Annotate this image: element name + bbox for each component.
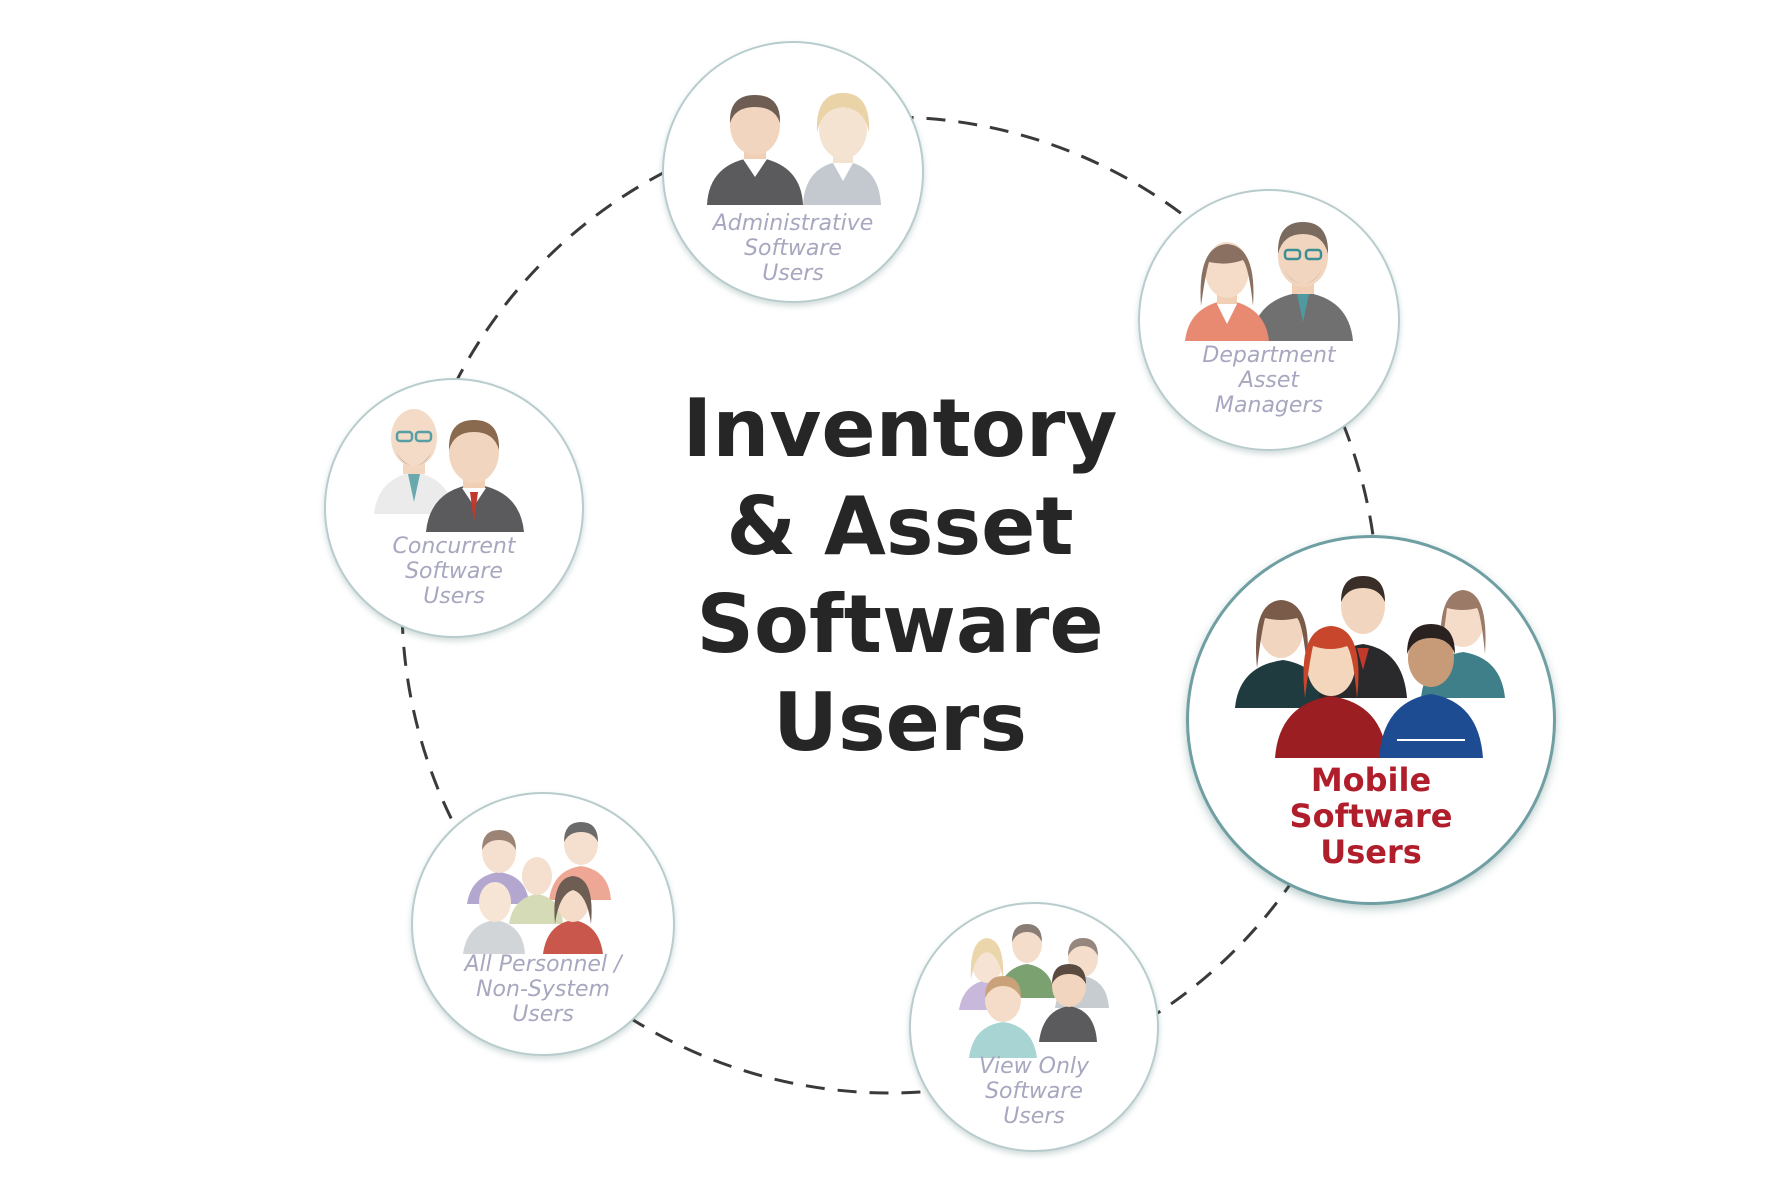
two-people-icon <box>1185 222 1353 341</box>
group-icon <box>1235 576 1505 758</box>
label-line: Users <box>423 584 485 609</box>
node-concurrent-software-users: Concurrent Software Users <box>324 378 584 638</box>
node-all-personnel-non-system-users: All Personnel / Non-System Users <box>411 792 675 1056</box>
title-line-1: Inventory <box>682 382 1118 475</box>
label-line: Users <box>1320 833 1422 871</box>
label-line: Software <box>985 1079 1083 1104</box>
label-line: Managers <box>1215 393 1323 418</box>
node-label: Department Asset Managers <box>1140 343 1398 418</box>
node-label: Mobile Software Users <box>1189 762 1553 870</box>
label-line: Software <box>1289 797 1453 835</box>
node-view-only-software-users: View Only Software Users <box>909 902 1159 1152</box>
label-line: View Only <box>978 1054 1090 1079</box>
label-line: Administrative <box>712 211 874 236</box>
label-line: Asset <box>1238 368 1300 393</box>
node-label: All Personnel / Non-System Users <box>413 952 673 1027</box>
node-mobile-software-users: Mobile Software Users <box>1186 535 1556 905</box>
label-line: Mobile <box>1310 761 1432 799</box>
group-icon <box>463 822 611 954</box>
title-line-2: & Asset <box>726 480 1074 573</box>
group-icon <box>959 924 1109 1058</box>
diagram-title: Inventory & Asset Software Users <box>620 380 1180 772</box>
label-line: Users <box>512 1002 574 1027</box>
title-line-4: Users <box>773 676 1027 769</box>
node-department-asset-managers: Department Asset Managers <box>1138 189 1400 451</box>
label-line: Non-System <box>476 977 610 1002</box>
two-people-icon <box>707 93 881 205</box>
label-line: Software <box>744 236 842 261</box>
label-line: Concurrent <box>392 534 516 559</box>
label-line: Users <box>1003 1104 1065 1129</box>
node-label: Administrative Software Users <box>664 211 922 286</box>
node-label: Concurrent Software Users <box>326 534 582 609</box>
node-label: View Only Software Users <box>911 1054 1157 1129</box>
label-line: Department <box>1202 343 1336 368</box>
title-line-3: Software <box>696 578 1104 671</box>
label-line: Users <box>762 261 824 286</box>
node-administrative-users: Administrative Software Users <box>662 41 924 303</box>
label-line: Software <box>405 559 503 584</box>
label-line: All Personnel / <box>464 952 622 977</box>
two-people-icon <box>374 409 524 532</box>
